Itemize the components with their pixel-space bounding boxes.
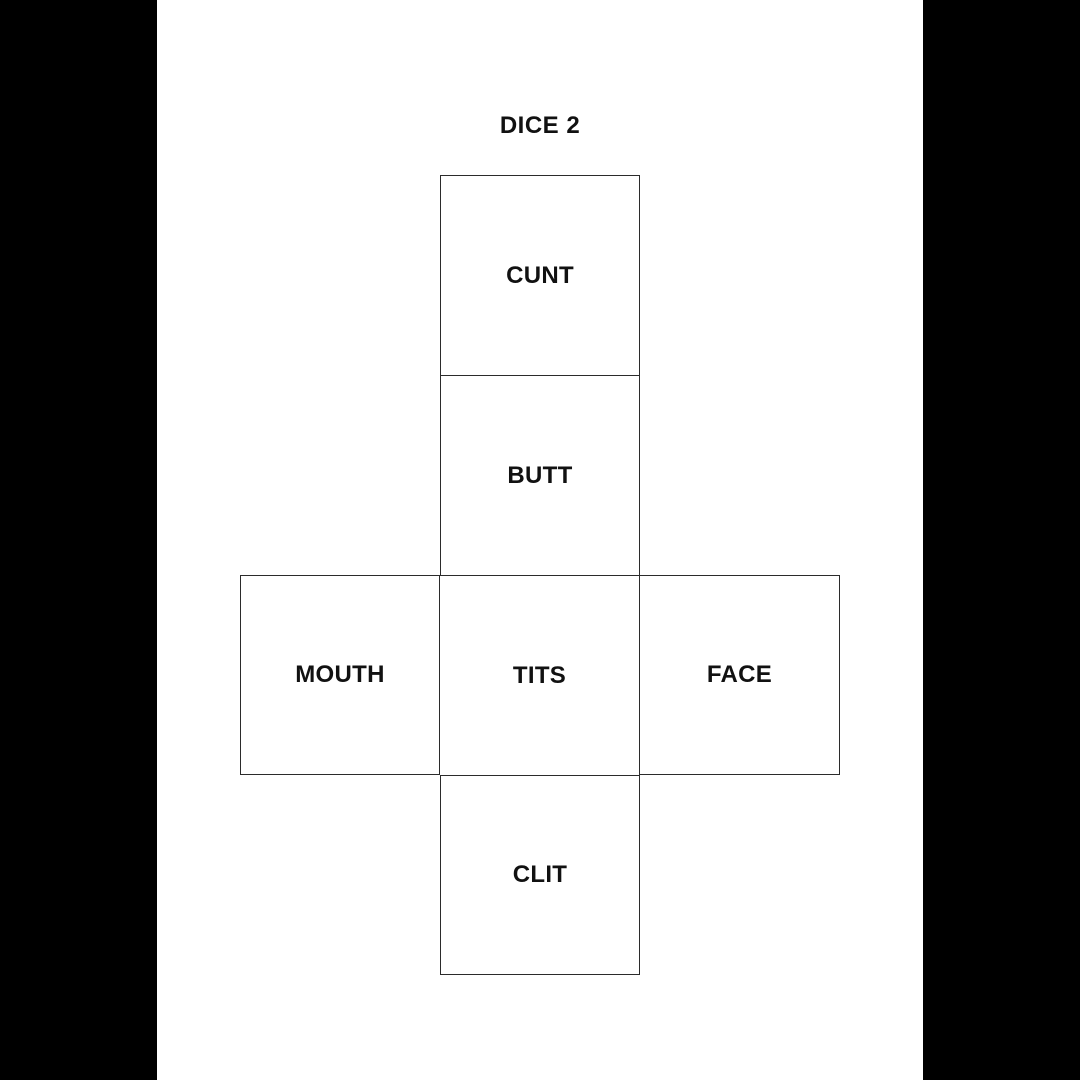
pillarbox-left (0, 0, 157, 1080)
die-face-bottom: CLIT (440, 775, 640, 975)
die-face-middle-right: FACE (640, 575, 840, 775)
page-title: DICE 2 (499, 112, 581, 139)
die-face-label: MOUTH (295, 661, 385, 688)
die-face-label: CUNT (506, 261, 574, 289)
die-face-label: TITS (512, 661, 567, 689)
dice-net: CUNT BUTT MOUTH TITS FACE CLIT (240, 175, 840, 975)
die-face-label: CLIT (512, 861, 568, 888)
die-face-label: BUTT (507, 461, 573, 489)
die-face-label: FACE (706, 661, 773, 688)
pillarbox-right (923, 0, 1080, 1080)
page-background: DICE 2 CUNT BUTT MOUTH TITS FACE CLIT (157, 0, 923, 1080)
die-face-top: CUNT (440, 175, 640, 375)
die-face-upper-middle: BUTT (440, 375, 640, 575)
die-face-center: TITS (440, 575, 640, 775)
die-face-middle-left: MOUTH (240, 575, 440, 775)
